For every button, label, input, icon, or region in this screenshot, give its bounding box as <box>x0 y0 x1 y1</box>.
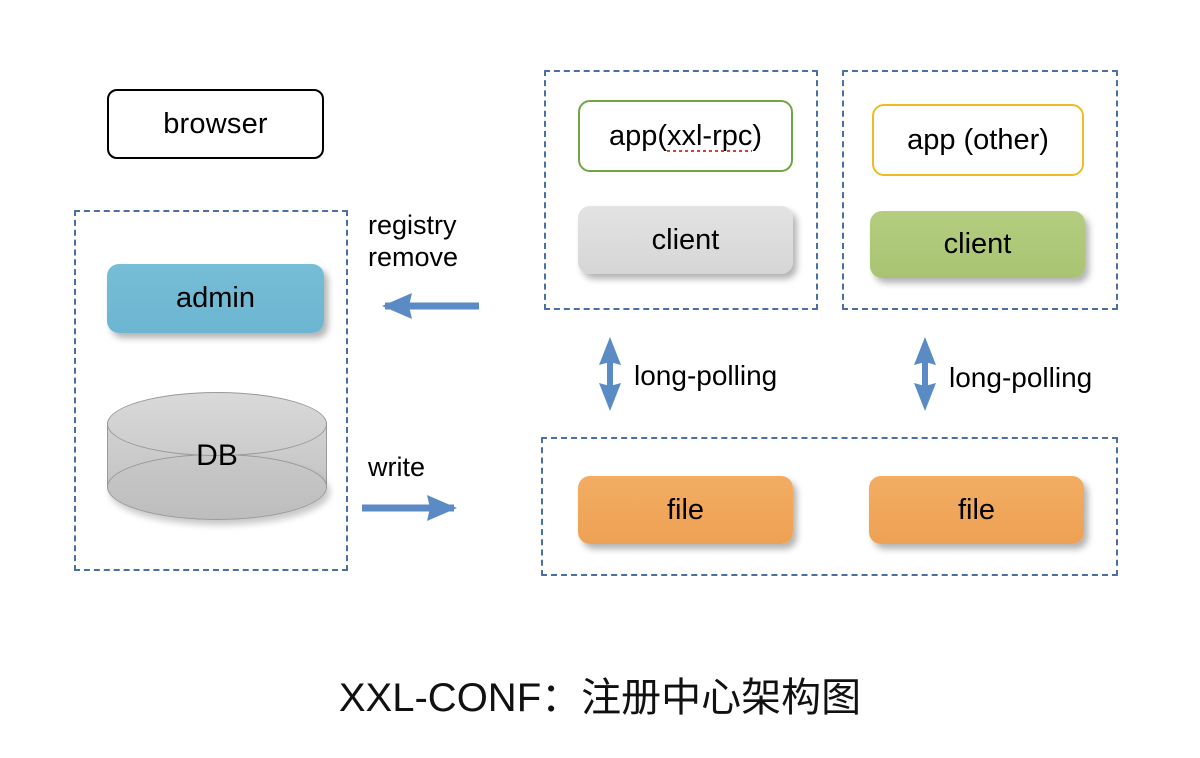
write-arrow <box>352 492 487 524</box>
browser-box[interactable]: browser <box>107 89 324 159</box>
admin-box[interactable]: admin <box>107 264 324 333</box>
file-box-left[interactable]: file <box>578 476 793 544</box>
app-xxl-rpc-box[interactable]: app(xxl-rpc) <box>578 100 793 172</box>
app-other-group <box>842 70 1118 310</box>
db-cylinder[interactable]: DB <box>107 392 327 520</box>
db-cylinder-bottom <box>107 454 327 520</box>
app-other-box[interactable]: app (other) <box>872 104 1084 176</box>
client-green-label: client <box>943 228 1012 260</box>
client-grey-label: client <box>651 223 720 256</box>
registry-remove-label: registry remove <box>368 210 459 272</box>
registry-remove-arrow <box>352 290 487 322</box>
app-other-label: app (other) <box>907 123 1049 156</box>
long-polling-arrow-left <box>594 335 626 413</box>
file-right-label: file <box>957 493 996 526</box>
app-label-misspelled: xxl-rpc <box>666 119 753 152</box>
app-xxl-rpc-group <box>544 70 818 310</box>
file-box-right[interactable]: file <box>869 476 1084 544</box>
write-label: write <box>368 452 426 482</box>
db-label: DB <box>196 439 238 472</box>
long-polling-label-right: long-polling <box>949 362 1093 393</box>
long-polling-label-left: long-polling <box>634 360 778 391</box>
client-box-green[interactable]: client <box>870 211 1085 278</box>
app-label-suffix: ) <box>752 119 763 152</box>
page-title: XXL-CONF：注册中心架构图 <box>338 676 862 720</box>
app-label-prefix: app( <box>608 119 667 152</box>
browser-label: browser <box>163 107 268 140</box>
file-left-label: file <box>666 493 705 526</box>
admin-db-group <box>74 210 348 571</box>
app-xxl-rpc-label: app(xxl-rpc) <box>609 120 762 153</box>
db-cylinder-top <box>107 392 327 456</box>
file-storage-group <box>541 437 1118 576</box>
long-polling-arrow-right <box>909 335 941 413</box>
admin-label: admin <box>176 282 255 314</box>
client-box-grey[interactable]: client <box>578 206 793 274</box>
